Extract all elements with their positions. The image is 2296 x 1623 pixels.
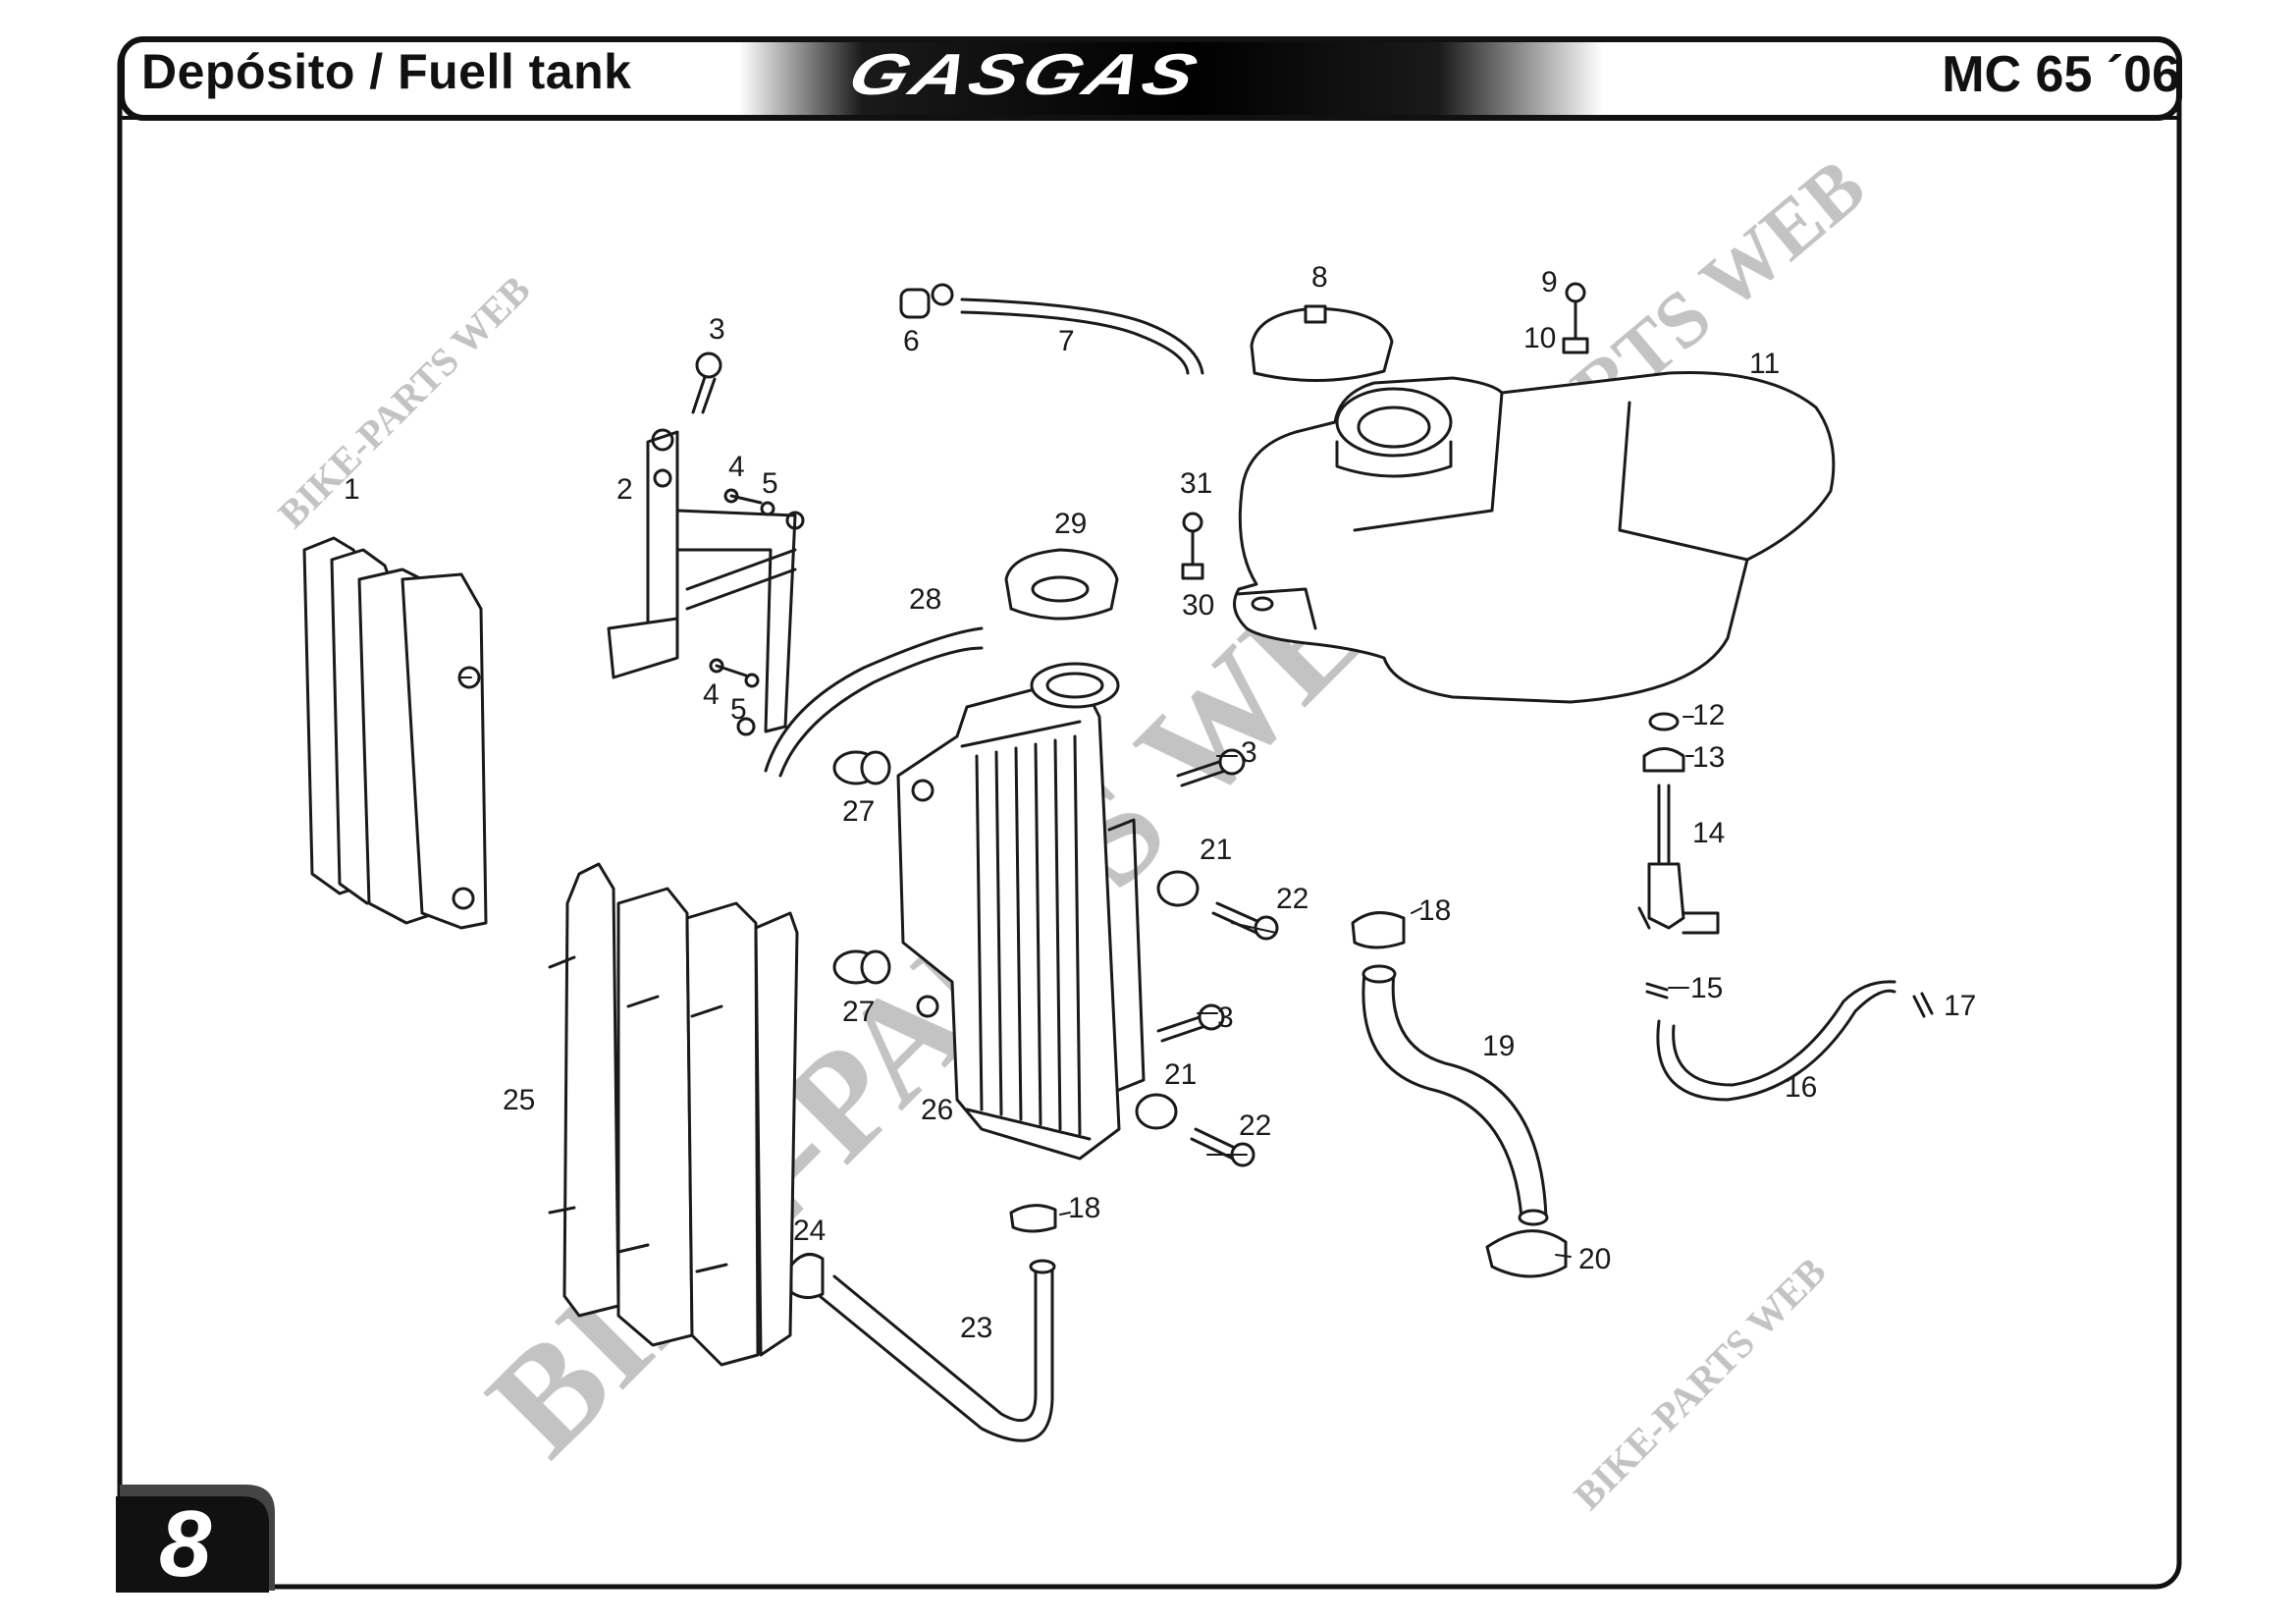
callout-26: 26 — [921, 1094, 953, 1126]
callout-3-top: 3 — [709, 313, 725, 346]
callout-24: 24 — [793, 1215, 826, 1247]
part-8-fuel-cap — [1250, 304, 1394, 382]
part-7-breather-hose — [960, 298, 1204, 375]
page-title: Depósito / Fuell tank — [141, 44, 632, 99]
part-9-10-bolt — [1562, 282, 1589, 354]
callout-8: 8 — [1311, 261, 1328, 294]
model-label: MC 65 ´06 — [1942, 46, 2180, 103]
header-bar — [119, 36, 2182, 121]
part-6-fitting — [899, 283, 954, 319]
part-29-radiator-cap — [1004, 548, 1119, 621]
part-2-bracket — [607, 428, 805, 736]
part-3-bolt-lower — [1156, 1003, 1225, 1043]
callout-22-lower: 22 — [1239, 1109, 1271, 1142]
callout-1: 1 — [344, 473, 360, 506]
callout-23: 23 — [960, 1312, 992, 1344]
callout-4-lower: 4 — [703, 678, 720, 711]
callout-18-lower: 18 — [1068, 1192, 1100, 1224]
callout-10: 10 — [1523, 322, 1556, 354]
leader-lines — [460, 676, 1694, 1258]
callout-2: 2 — [616, 473, 633, 506]
callout-15: 15 — [1690, 972, 1723, 1004]
part-26-radiator — [896, 662, 1146, 1161]
callout-5-lower: 5 — [730, 693, 747, 726]
callout-22-upper: 22 — [1276, 883, 1308, 915]
callout-27-upper: 27 — [842, 795, 875, 828]
part-13-clamp — [1642, 747, 1685, 773]
callout-11: 11 — [1749, 348, 1780, 380]
part-19-radiator-hose — [1362, 964, 1549, 1226]
part-23-lower-hose — [818, 1259, 1056, 1442]
callout-28: 28 — [909, 583, 941, 616]
part-11-fuel-tank — [1233, 370, 1836, 704]
part-15-spring — [1645, 982, 1669, 1000]
part-12-washer — [1648, 712, 1680, 731]
callout-9: 9 — [1541, 266, 1558, 298]
callout-3-middle: 3 — [1241, 736, 1257, 769]
callout-31: 31 — [1180, 467, 1212, 500]
part-1-radiator-cover — [302, 536, 488, 930]
callout-30: 30 — [1182, 589, 1214, 622]
callout-25: 25 — [503, 1084, 535, 1116]
callout-19: 19 — [1482, 1030, 1515, 1062]
part-30-31-screw — [1181, 512, 1204, 580]
part-14-fuel-tap — [1637, 784, 1720, 935]
page-number: 8 — [159, 1491, 212, 1596]
callout-13: 13 — [1692, 741, 1725, 774]
part-18-clamp-upper — [1351, 911, 1406, 949]
brand-logo: GASGAS — [840, 41, 1209, 108]
part-17-spring-clip — [1912, 992, 1934, 1018]
part-25-radiator-guard — [548, 862, 799, 1367]
callout-20: 20 — [1578, 1243, 1611, 1275]
callout-4-upper: 4 — [728, 451, 745, 483]
watermark-top-left: BIKE-PARTS WEB — [270, 267, 539, 536]
callout-27-lower: 27 — [842, 996, 875, 1028]
callout-17: 17 — [1944, 990, 1976, 1022]
callout-18-upper: 18 — [1418, 894, 1451, 927]
part-27-rubber-upper — [832, 750, 891, 785]
callout-21-upper: 21 — [1200, 834, 1232, 866]
callout-29: 29 — [1054, 508, 1087, 540]
part-20-hose-clamp — [1485, 1229, 1568, 1278]
part-16-fuel-hose — [1656, 980, 1896, 1102]
callout-14: 14 — [1692, 817, 1725, 849]
callout-6: 6 — [903, 325, 920, 357]
page-number-tab — [116, 1485, 275, 1593]
part-3-bolt-top — [691, 352, 722, 414]
callout-3-lower: 3 — [1217, 1001, 1234, 1034]
part-24-hose-clamp — [788, 1253, 825, 1299]
callout-21-lower: 21 — [1164, 1058, 1197, 1091]
callout-5-upper: 5 — [762, 467, 778, 500]
part-27-rubber-lower — [832, 949, 891, 985]
part-18-clamp-lower — [1009, 1204, 1057, 1233]
part-4-5-screws — [709, 488, 775, 688]
callout-7: 7 — [1058, 325, 1075, 357]
callout-12: 12 — [1692, 699, 1725, 731]
callout-labels: 1 2 3 4 5 4 5 6 7 8 9 10 11 12 13 14 15 … — [344, 261, 1976, 1344]
part-28-overflow-hose — [764, 626, 984, 778]
callout-16: 16 — [1785, 1071, 1817, 1104]
watermark-bottom-right: BIKE-PARTS WEB — [1566, 1249, 1835, 1518]
